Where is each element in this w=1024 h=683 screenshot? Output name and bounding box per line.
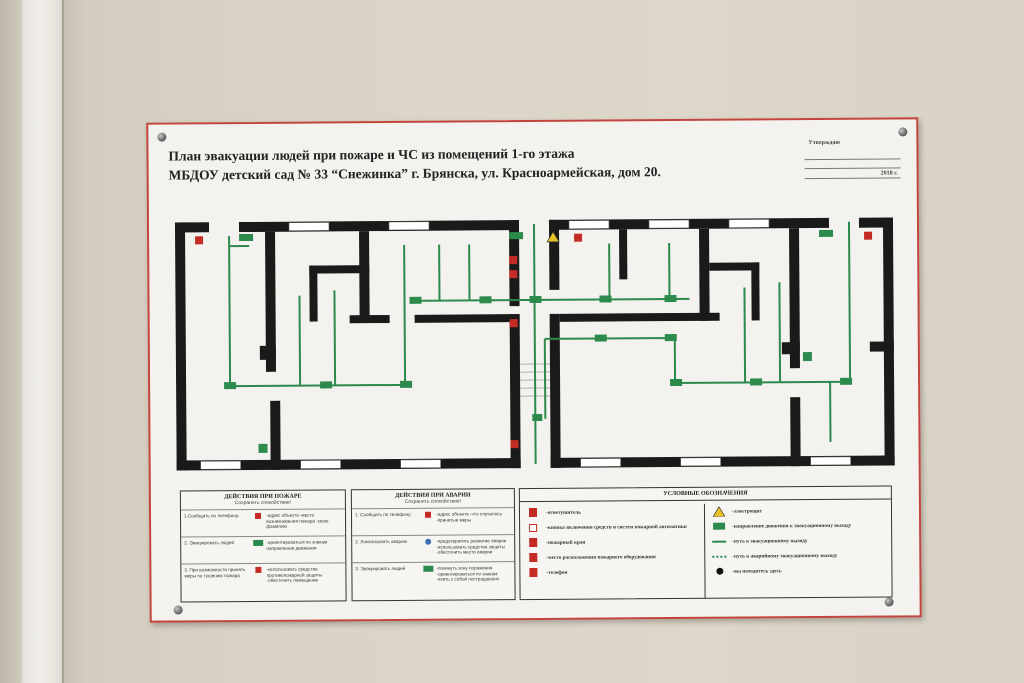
- legend-fire-step: 2. Эвакуировать людей: [184, 540, 235, 546]
- legend-accident-actions: ДЕЙСТВИЯ ПРИ АВАРИИ Сохранять спокойстви…: [350, 488, 516, 602]
- legend-accident-action: -предотвратить развитие аварии -использо…: [436, 538, 507, 555]
- legend-fire-actions: ДЕЙСТВИЯ ПРИ ПОЖАРЕ Сохранять спокойстви…: [179, 489, 347, 603]
- legend-accident-row: 1. Сообщить по телефону: -адрес объекта …: [351, 507, 515, 536]
- legend-accident-step: 1. Сообщить по телефону:: [354, 511, 412, 518]
- convention-label: -электрощит: [731, 507, 763, 515]
- convention-item: -электрощит: [712, 503, 888, 519]
- fire-equipment: [195, 231, 873, 449]
- high-voltage-icon: [712, 506, 726, 517]
- exit-arrow-icon: [712, 521, 726, 531]
- fire-extinguisher-icon: [526, 507, 540, 518]
- evacuation-plan-sign: План эвакуации людей при пожаре и ЧС из …: [146, 117, 922, 623]
- phone-icon: [250, 512, 266, 519]
- legend-accident-step: 3. Эвакуировать людей: [355, 565, 406, 572]
- convention-label: -вы находитесь здесь: [732, 567, 782, 575]
- legend-fire-subtitle: Сохранять спокойствие!: [234, 499, 292, 507]
- emergency-path-icon: [712, 551, 727, 561]
- legend-fire-action: -адрес объекта -место возникновения пожа…: [266, 512, 329, 530]
- convention-item: -путь к эвакуационному выходу: [712, 533, 888, 549]
- convention-label: -путь к эвакуационному выходу: [732, 537, 808, 545]
- convention-item: -кнопка включения средств и систем пожар…: [526, 519, 700, 535]
- convention-item: -место расположения пожарного оборудован…: [526, 549, 700, 565]
- legend-accident-row: 2. Локализовать аварию -предотвратить ра…: [352, 534, 515, 563]
- screw-bottom-left: [173, 605, 183, 615]
- exit-sign-icon: [251, 539, 267, 546]
- screw-bottom-right: [884, 597, 894, 607]
- legend-accident-action: -адрес объекта -что случилось -принятые …: [436, 511, 503, 523]
- convention-label: -место расположения пожарного оборудован…: [546, 553, 656, 561]
- exit-sign-icon: [421, 565, 437, 572]
- convention-item: -огнетушитель: [526, 504, 700, 520]
- conventions-title: УСЛОВНЫЕ ОБОЗНАЧЕНИЯ: [519, 486, 891, 503]
- legend-fire-action: -ориентироваться по знакам направления д…: [266, 539, 328, 551]
- floor-plan: [174, 217, 895, 471]
- door-frame-edge: [62, 0, 64, 683]
- phone-icon: [526, 567, 540, 578]
- conventions-right-column: -электрощит -направление движения к эвак…: [712, 503, 889, 579]
- convention-label: -направление движения к эвакуационному в…: [732, 522, 852, 530]
- conventions-left-column: -огнетушитель -кнопка включения средств …: [526, 504, 701, 580]
- phone-icon: [421, 511, 437, 518]
- exit-signs: [224, 229, 853, 453]
- fire-extinguisher-icon: [251, 566, 267, 573]
- convention-item: -пожарный кран: [526, 534, 700, 550]
- windows: [200, 219, 851, 470]
- convention-label: -телефон: [546, 569, 568, 576]
- plan-title: План эвакуации людей при пожаре и ЧС из …: [168, 143, 660, 184]
- convention-item: -направление движения к эвакуационному в…: [712, 518, 888, 534]
- approval-line-2: [804, 167, 901, 170]
- convention-label: -огнетушитель: [545, 509, 581, 516]
- legend-accident-row: 3. Эвакуировать людей -покинуть зону пор…: [352, 561, 515, 590]
- convention-item: -телефон: [526, 564, 700, 580]
- legend-accident-step: 2. Локализовать аварию: [355, 538, 408, 545]
- convention-item: -путь к аварийному эвакуационному выходу: [712, 548, 888, 564]
- legend-fire-row: 1.Сообщить по телефону: -адрес объекта -…: [180, 508, 346, 537]
- plan-title-line-2: МБДОУ детский сад № 33 “Снежинка” г. Бря…: [168, 164, 661, 183]
- fire-equipment-icon: [526, 552, 540, 563]
- legend-fire-action: -использовать средства противопожарной з…: [266, 566, 323, 584]
- approval-line-3: [804, 177, 901, 180]
- evacuation-path-icon: [712, 536, 727, 546]
- fire-button-icon: [526, 522, 540, 532]
- screw-top-left: [157, 132, 167, 142]
- legend-fire-step: 3. При возможности принять меры по тушен…: [184, 567, 246, 579]
- fire-hydrant-icon: [526, 537, 540, 548]
- approval-year: 2018 г.: [880, 170, 898, 177]
- door-frame: [0, 0, 90, 683]
- legend-accident-subtitle: Сохранять спокойствие!: [404, 498, 462, 505]
- legend-fire-row: 2. Эвакуировать людей -ориентироваться п…: [181, 535, 346, 564]
- convention-label: -кнопка включения средств и систем пожар…: [546, 523, 687, 531]
- you-are-here-icon: [712, 566, 726, 576]
- approval-block: Утверждаю 2018 г.: [804, 137, 904, 180]
- legend-fire-row: 3. При возможности принять меры по тушен…: [181, 562, 346, 591]
- legend-accident-action: -покинуть зону поражения -ориентироватьс…: [436, 565, 500, 582]
- convention-label: -путь к аварийному эвакуационному выходу: [732, 552, 838, 560]
- legend-fire-step: 1.Сообщить по телефону:: [183, 513, 240, 519]
- info-icon: [421, 538, 437, 545]
- convention-label: -пожарный кран: [546, 539, 586, 546]
- approval-label: Утверждаю: [808, 139, 841, 147]
- evacuation-paths: [228, 221, 852, 464]
- approval-line-1: [804, 158, 901, 161]
- electrical-panel-icon: [546, 231, 560, 243]
- conventions-legend: УСЛОВНЫЕ ОБОЗНАЧЕНИЯ -огнетушитель -кноп…: [518, 485, 893, 601]
- screw-top-right: [898, 127, 908, 137]
- convention-item: -вы находитесь здесь: [712, 563, 888, 579]
- conventions-divider: [703, 503, 706, 599]
